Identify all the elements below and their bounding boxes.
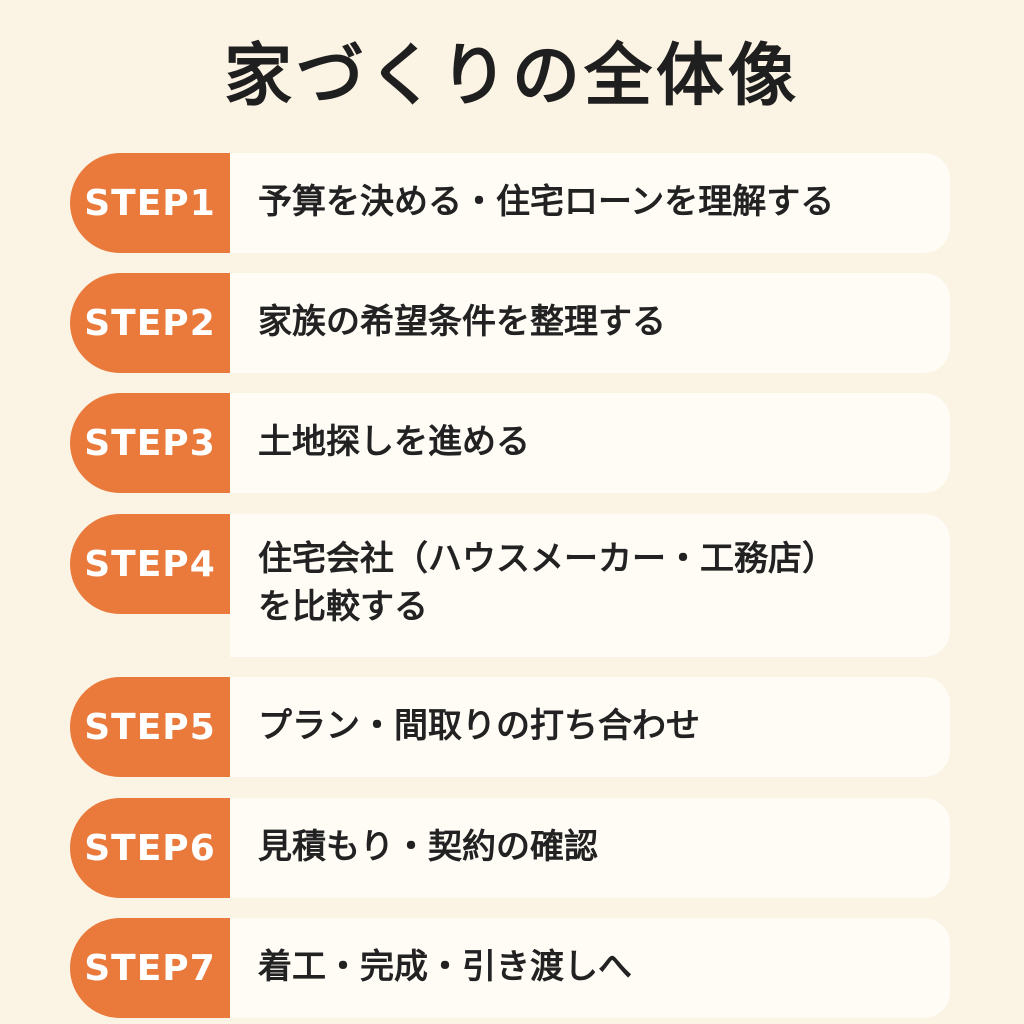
step-text: 家族の希望条件を整理する: [258, 302, 666, 343]
step-text: 見積もり・契約の確認: [258, 827, 598, 868]
step-text: プラン・間取りの打ち合わせ: [258, 706, 700, 747]
step-badge: STEP3: [70, 393, 230, 493]
step-text: 着工・完成・引き渡しへ: [258, 947, 632, 988]
step-item-3: STEP3 土地探しを進める: [70, 393, 950, 493]
step-badge: STEP6: [70, 798, 230, 898]
step-item-6: STEP6 見積もり・契約の確認: [70, 798, 950, 898]
step-item-7: STEP7 着工・完成・引き渡しへ: [70, 918, 950, 1018]
step-text: 予算を決める・住宅ローンを理解する: [258, 182, 835, 223]
step-card: 見積もり・契約の確認: [230, 798, 950, 898]
step-badge: STEP5: [70, 677, 230, 777]
step-item-5: STEP5 プラン・間取りの打ち合わせ: [70, 677, 950, 777]
step-card: プラン・間取りの打ち合わせ: [230, 677, 950, 777]
step-card: 土地探しを進める: [230, 393, 950, 493]
step-text: 土地探しを進める: [258, 422, 530, 463]
step-card: 家族の希望条件を整理する: [230, 273, 950, 373]
step-item-1: STEP1 予算を決める・住宅ローンを理解する: [70, 153, 950, 253]
step-card: 予算を決める・住宅ローンを理解する: [230, 153, 950, 253]
step-badge: STEP7: [70, 918, 230, 1018]
step-item-4: STEP4 住宅会社（ハウスメーカー・工務店） を比較する: [70, 514, 950, 657]
step-item-2: STEP2 家族の希望条件を整理する: [70, 273, 950, 373]
page-title: 家づくりの全体像: [223, 37, 800, 116]
step-card: 着工・完成・引き渡しへ: [230, 918, 950, 1018]
step-card: 住宅会社（ハウスメーカー・工務店） を比較する: [230, 514, 950, 657]
step-text: 住宅会社（ハウスメーカー・工務店） を比較する: [258, 539, 836, 627]
step-badge: STEP4: [70, 514, 230, 614]
step-badge: STEP2: [70, 273, 230, 373]
step-badge: STEP1: [70, 153, 230, 253]
